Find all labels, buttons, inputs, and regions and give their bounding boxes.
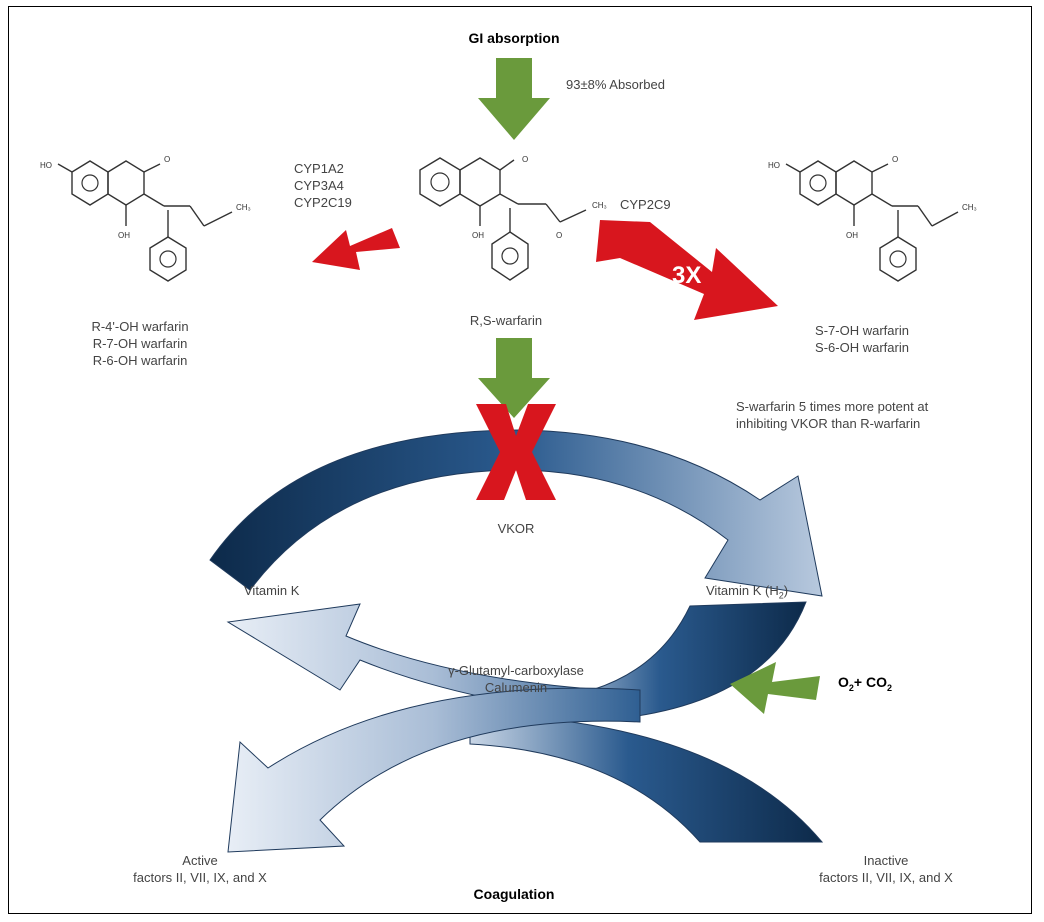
svg-text:HO: HO xyxy=(768,161,780,170)
o2-text: O xyxy=(838,674,849,690)
red-x-inhibition-icon xyxy=(476,404,556,500)
red-arrow-left-metabolism-icon xyxy=(312,228,400,270)
red-arrow-right-metabolism-icon xyxy=(596,220,778,320)
left-products-label: R-4'-OH warfarin R-7-OH warfarin R-6-OH … xyxy=(80,318,200,369)
svg-text:OH: OH xyxy=(846,231,858,240)
svg-text:CH₃: CH₃ xyxy=(236,203,251,212)
cycle-arrow-lower-right xyxy=(469,713,824,843)
carboxylase-name: γ-Glutamyl-carboxylase xyxy=(448,663,584,678)
inactive-factors-label: Inactive factors II, VII, IX, and X xyxy=(786,852,986,886)
vkor-label: VKOR xyxy=(497,521,535,536)
product-r4oh: R-4'-OH warfarin xyxy=(91,319,189,334)
active-factors-label: Active factors II, VII, IX, and X xyxy=(100,852,300,886)
gi-absorption-title: GI absorption xyxy=(468,30,560,46)
o2-co2-label: O2+ CO2 xyxy=(838,674,892,697)
warfarin-molecule-icon: O O CH₃ OH xyxy=(419,155,607,281)
r-hydroxy-warfarin-molecule-icon: HO O CH₃ OH xyxy=(40,155,251,282)
o2-subscript: 2 xyxy=(848,682,854,693)
plus-co2-text: + CO xyxy=(853,674,887,690)
absorbed-label: 93±8% Absorbed xyxy=(566,77,665,92)
potency-note: S-warfarin 5 times more potent at inhibi… xyxy=(736,398,928,432)
green-arrow-to-vkor-icon xyxy=(478,338,550,418)
s-hydroxy-warfarin-molecule-icon: HO O CH₃ OH xyxy=(768,155,977,282)
svg-text:OH: OH xyxy=(472,231,484,240)
cycle-arrow-lower-left xyxy=(227,687,641,853)
active-title: Active xyxy=(182,853,218,868)
right-enzyme-label: CYP2C9 xyxy=(620,197,671,212)
enzyme-cyp3a4: CYP3A4 xyxy=(294,178,344,193)
center-compound-label: R,S-warfarin xyxy=(469,313,543,328)
green-arrow-absorption-icon xyxy=(478,58,550,140)
inactive-factors-list: factors II, VII, IX, and X xyxy=(819,870,953,885)
svg-text:O: O xyxy=(522,155,528,164)
vitamin-k-h2-text: Vitamin K (H xyxy=(706,583,779,598)
product-s7oh: S-7-OH warfarin xyxy=(815,323,909,338)
svg-text:CH₃: CH₃ xyxy=(592,201,607,210)
coagulation-title: Coagulation xyxy=(473,886,555,902)
svg-text:O: O xyxy=(892,155,898,164)
svg-text:HO: HO xyxy=(40,161,52,170)
product-r6oh: R-6-OH warfarin xyxy=(92,353,188,368)
product-s6oh: S-6-OH warfarin xyxy=(815,340,909,355)
inactive-title: Inactive xyxy=(863,853,909,868)
left-enzymes-label: CYP1A2 CYP3A4 CYP2C19 xyxy=(294,160,352,211)
right-products-label: S-7-OH warfarin S-6-OH warfarin xyxy=(802,322,922,356)
svg-text:CH₃: CH₃ xyxy=(962,203,977,212)
vitamin-k-h2-label: Vitamin K (H2) xyxy=(706,582,788,605)
svg-text:O: O xyxy=(164,155,170,164)
vitamin-k-label: Vitamin K xyxy=(244,583,300,598)
calumenin-name: Calumenin xyxy=(484,680,548,695)
vitamin-k-h2-subscript: 2 xyxy=(778,590,784,601)
svg-text:O: O xyxy=(556,231,562,240)
three-fold-label: 3X xyxy=(672,262,702,289)
enzyme-cyp2c19: CYP2C19 xyxy=(294,195,352,210)
green-arrow-o2-co2-icon xyxy=(730,662,820,714)
product-r7oh: R-7-OH warfarin xyxy=(92,336,188,351)
active-factors-list: factors II, VII, IX, and X xyxy=(133,870,267,885)
enzyme-cyp1a2: CYP1A2 xyxy=(294,161,344,176)
carboxylase-label: γ-Glutamyl-carboxylase Calumenin xyxy=(436,662,596,696)
vitamin-k-h2-close: ) xyxy=(783,583,789,598)
diagram-border xyxy=(8,6,1032,914)
co2-subscript: 2 xyxy=(886,682,892,693)
svg-text:OH: OH xyxy=(118,231,130,240)
potency-note-line-2: inhibiting VKOR than R-warfarin xyxy=(736,416,921,431)
vkor-cycle-arrow-top xyxy=(209,429,823,597)
potency-note-line-1: S-warfarin 5 times more potent at xyxy=(736,399,929,414)
